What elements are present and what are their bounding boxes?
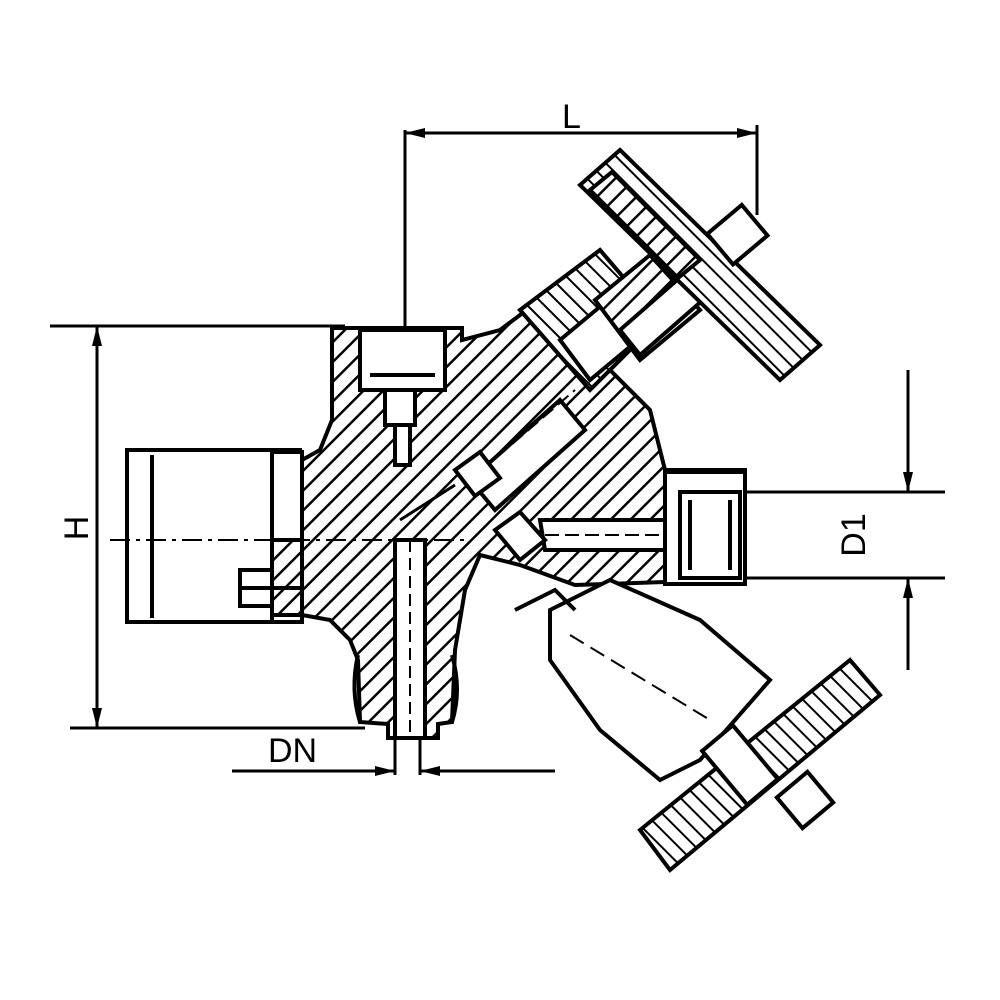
dimension-d1-label: D1 [835,513,873,556]
dimension-h-label: H [58,516,96,541]
internal-nut-upper [452,449,503,499]
dimension-d1 [745,370,945,670]
right-port [663,470,747,586]
lower-handwheel-nut [774,769,836,831]
dimension-dn [232,735,555,776]
upper-handwheel [577,147,823,383]
lower-handwheel-hub [699,722,781,808]
top-plug [358,328,447,467]
left-flange [238,450,304,624]
upper-handwheel-nut [704,202,771,268]
dimension-h [50,324,365,730]
lower-handwheel [637,657,883,873]
valve-stem [467,389,667,552]
lower-bonnet [514,577,773,783]
outlet-bore [393,483,456,740]
dimension-dn-label: DN [268,732,317,770]
dimension-l [403,125,759,330]
bottom-nipple [352,654,459,723]
internal-nut-lower [492,509,548,563]
dimension-l-label: L [562,98,581,136]
